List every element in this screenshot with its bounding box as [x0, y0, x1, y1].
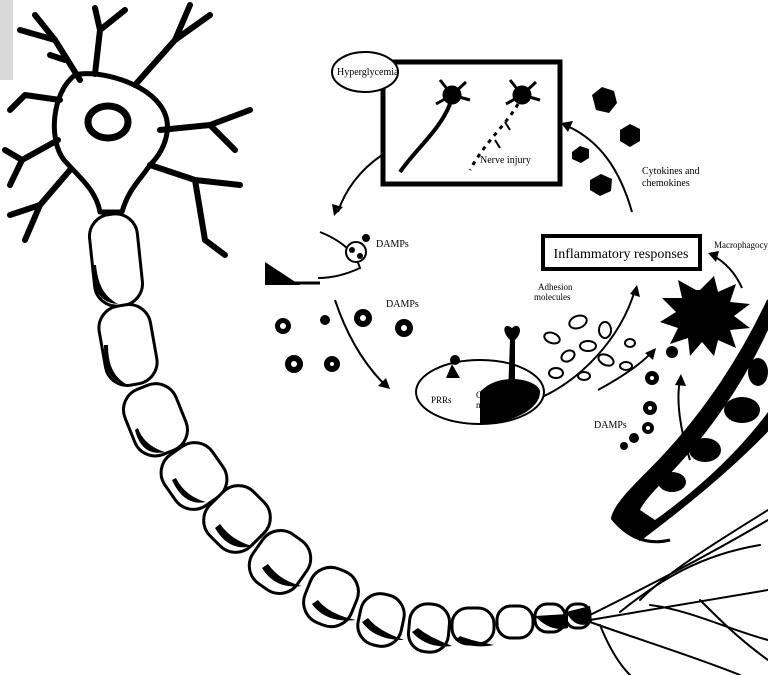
damp-particles-right [620, 371, 659, 450]
myelin-sheath [87, 212, 590, 654]
cytokine-shapes [572, 87, 640, 196]
damaged-cell [265, 232, 370, 285]
cytokines-label-line2: chemokines [642, 178, 690, 189]
damp-particles [275, 309, 413, 373]
adhesion-label-line2: molecules [534, 292, 571, 302]
damps-mid-label: DAMPs [386, 299, 419, 310]
corner-tab [0, 0, 13, 80]
axon-terminals [590, 510, 768, 675]
cytokines-label-line1: Cytokines and [642, 166, 700, 177]
damps-right-label: DAMPs [594, 420, 627, 431]
adhesion-label-line1: Adhesion [538, 282, 573, 292]
prrs-label: PRRs [431, 395, 452, 405]
nerve-injury-box [383, 62, 560, 184]
nerve-injury-label: Nerve injury [480, 155, 531, 166]
damps-top-label: DAMPs [376, 239, 409, 250]
macrophage [660, 276, 750, 358]
neuron-soma [54, 74, 167, 212]
hyperglycemia-label: Hyperglycemia [337, 67, 399, 78]
neuron-nucleus [88, 106, 128, 138]
cell-membrane-label-line2: membrane [476, 400, 514, 410]
inflammation-cycle: Nerve injury Hyperglycemia [265, 52, 768, 460]
macrophage-label: Macrophagocyte [714, 240, 768, 250]
arrow-injury-to-damps [338, 155, 382, 212]
cell-membrane-label-line1: Cell [476, 390, 491, 400]
inflammatory-responses-label: Inflammatory responses [554, 247, 689, 262]
